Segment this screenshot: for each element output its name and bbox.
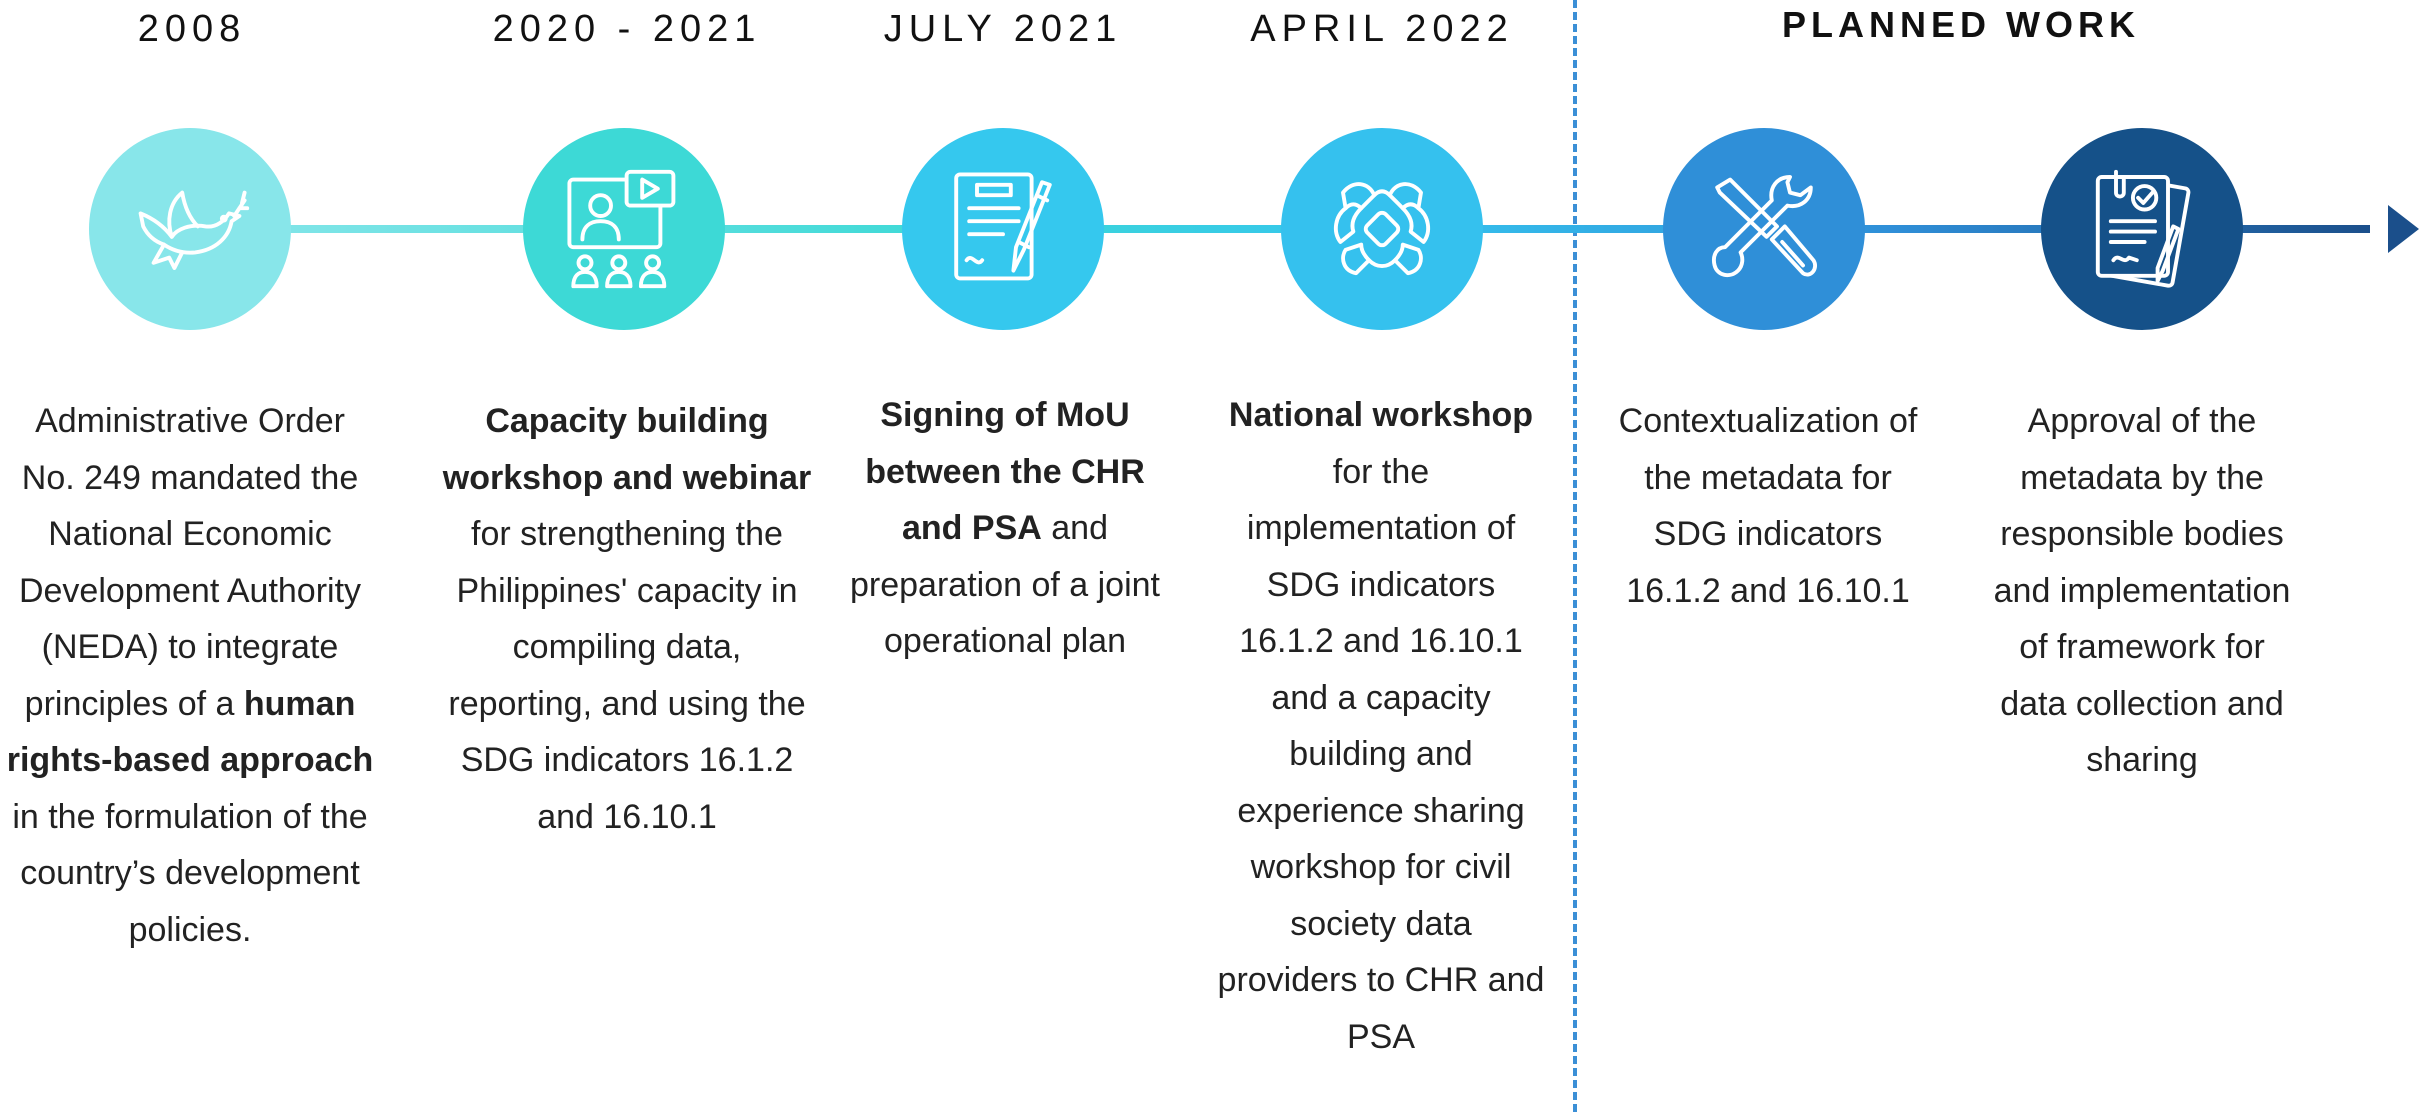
dove-icon — [89, 128, 291, 330]
milestone-date: APRIL 2022 — [1250, 8, 1514, 50]
milestone-description: Approval of the metadata by the responsi… — [1992, 393, 2292, 789]
tools-icon — [1663, 128, 1865, 330]
milestone-description: Capacity building workshop and webinar f… — [442, 393, 812, 845]
planned-work-heading: PLANNED WORK — [1782, 4, 2140, 45]
description-text: and preparation of a joint operational p… — [850, 509, 1160, 660]
description-text: Administrative Order No. 249 mandated th… — [18, 402, 362, 723]
description-text: Contextualization of the metadata for SD… — [1618, 402, 1918, 610]
description-bold-text: human rights-based approach — [6, 684, 374, 780]
webinar-icon — [523, 128, 725, 330]
description-bold-text: Signing of MoU between the CHR and PSA — [865, 396, 1145, 547]
milestone-date: 2020 - 2021 — [492, 8, 762, 50]
partnership-hands-icon — [1281, 128, 1483, 330]
description-text: Approval of the metadata by the responsi… — [1993, 402, 2291, 779]
description-text: for strengthening the Philippines' capac… — [448, 515, 806, 836]
approval-document-icon — [2041, 128, 2243, 330]
description-text: in the formulation of the country’s deve… — [12, 797, 368, 949]
signed-document-icon — [902, 128, 1104, 330]
milestone-date: 2008 — [137, 8, 247, 50]
milestone-description: Administrative Order No. 249 mandated th… — [5, 393, 375, 958]
milestone-description: National workshop for the implementation… — [1216, 387, 1546, 1065]
milestone-description: Contextualization of the metadata for SD… — [1603, 393, 1933, 619]
timeline-arrowhead — [2388, 205, 2419, 253]
description-bold-text: National workshop — [1228, 396, 1534, 434]
timeline-line — [190, 205, 2419, 253]
milestone-description: Signing of MoU between the CHR and PSA a… — [840, 387, 1170, 670]
timeline-bar — [190, 225, 2370, 233]
milestone-date: JULY 2021 — [883, 8, 1123, 50]
description-text: for the implementation of SDG indicators… — [1217, 452, 1545, 1056]
planned-work-divider — [1573, 0, 1577, 1112]
description-bold-text: Capacity building workshop and webinar — [442, 402, 812, 497]
